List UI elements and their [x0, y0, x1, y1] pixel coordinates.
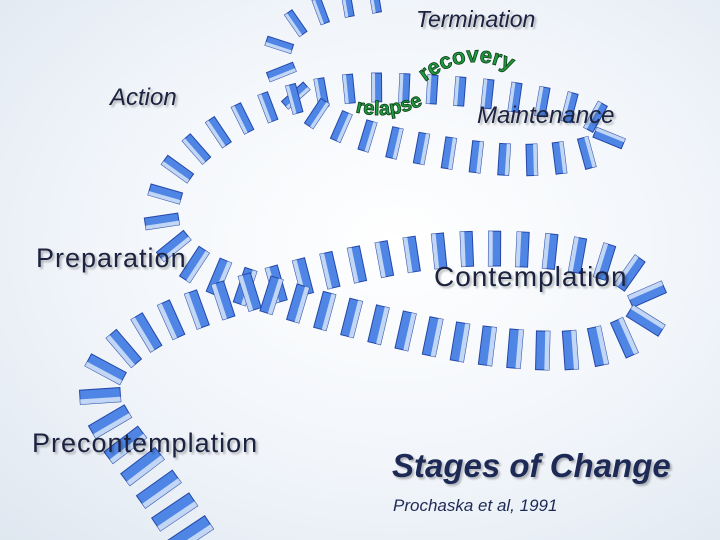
stair-step	[374, 240, 395, 279]
stair-step	[230, 102, 255, 135]
stair-step	[284, 82, 304, 115]
stage-action: Action	[110, 84, 177, 111]
stair-step	[156, 299, 186, 341]
stair-step	[609, 316, 639, 359]
stair-step	[160, 154, 195, 184]
stair-step	[586, 325, 610, 368]
stage-maintenance: Maintenance	[477, 102, 615, 129]
stair-step	[150, 492, 199, 532]
stair-step	[497, 142, 512, 176]
stair-step	[165, 515, 215, 540]
stair-step	[627, 280, 668, 308]
stair-step	[541, 232, 559, 270]
stair-step	[561, 329, 580, 371]
stair-step	[514, 231, 530, 268]
stage-preparation: Preparation	[36, 243, 187, 273]
stair-step	[357, 119, 378, 153]
stage-precontemplation: Precontemplation	[32, 428, 259, 458]
stair-step	[319, 250, 341, 290]
stair-step	[402, 235, 421, 274]
stair-step	[340, 0, 355, 18]
stair-step	[525, 143, 539, 177]
stair-step	[346, 245, 368, 284]
stair-step	[506, 328, 524, 370]
stair-step	[453, 76, 467, 107]
stair-step	[398, 72, 411, 104]
stair-step	[592, 242, 617, 281]
stair-step	[613, 254, 646, 292]
stair-step	[257, 91, 279, 124]
stair-step	[507, 81, 523, 113]
stair-step	[285, 283, 310, 324]
stair-step	[487, 230, 502, 267]
diagram-title: Stages of Change	[392, 447, 671, 484]
stair-step	[430, 232, 448, 270]
stair-step	[459, 230, 475, 268]
stair-step	[210, 280, 236, 321]
stair-step	[329, 109, 353, 144]
stair-step	[535, 330, 551, 371]
stair-step	[78, 387, 122, 405]
stair-step	[370, 72, 383, 103]
stair-step	[440, 136, 458, 170]
stair-step	[313, 290, 337, 332]
stair-step	[592, 126, 626, 150]
stair-step	[534, 85, 551, 118]
stair-step	[449, 321, 471, 363]
stair-step	[551, 141, 568, 175]
stair-step	[394, 310, 417, 352]
stair-step	[421, 316, 444, 358]
stair-step	[480, 78, 495, 110]
stair-step	[412, 131, 431, 166]
stair-step	[425, 74, 439, 105]
stair-step	[103, 425, 148, 465]
stair-step	[178, 245, 210, 284]
stair-step	[311, 0, 331, 26]
stair-step	[264, 35, 295, 55]
stair-step	[204, 115, 232, 149]
relapse-arc-label: relapse	[354, 89, 425, 120]
stair-step	[303, 97, 331, 130]
stair-step	[84, 353, 127, 386]
stair-step	[120, 446, 165, 487]
stair-step	[147, 183, 184, 205]
stair-step	[143, 212, 181, 231]
stair-step	[567, 236, 588, 275]
stair-step	[341, 73, 356, 105]
stair-step	[468, 140, 485, 174]
stair-step	[340, 297, 364, 339]
stair-step	[237, 272, 262, 312]
stage-termination: Termination	[416, 6, 536, 32]
stair-step	[367, 304, 390, 346]
stair-step	[582, 100, 609, 134]
stair-step	[181, 133, 212, 165]
staircase-steps	[78, 0, 668, 540]
stair-step	[87, 404, 133, 440]
stage-contemplation: Contemplation	[434, 261, 628, 292]
stair-step	[183, 289, 210, 330]
stair-step	[135, 469, 182, 509]
stair-step	[259, 275, 284, 316]
stair-step	[155, 229, 192, 263]
stair-step	[560, 91, 579, 124]
stair-step	[477, 325, 497, 367]
stair-step	[576, 135, 597, 170]
stair-step	[367, 0, 382, 14]
stair-step	[105, 328, 143, 369]
stair-step	[625, 304, 666, 337]
relapse-text: relapse	[354, 89, 426, 121]
stair-step	[283, 9, 308, 38]
stair-step	[385, 126, 404, 160]
stair-step	[265, 61, 297, 83]
citation: Prochaska et al, 1991	[393, 496, 558, 515]
stair-step	[130, 312, 163, 353]
